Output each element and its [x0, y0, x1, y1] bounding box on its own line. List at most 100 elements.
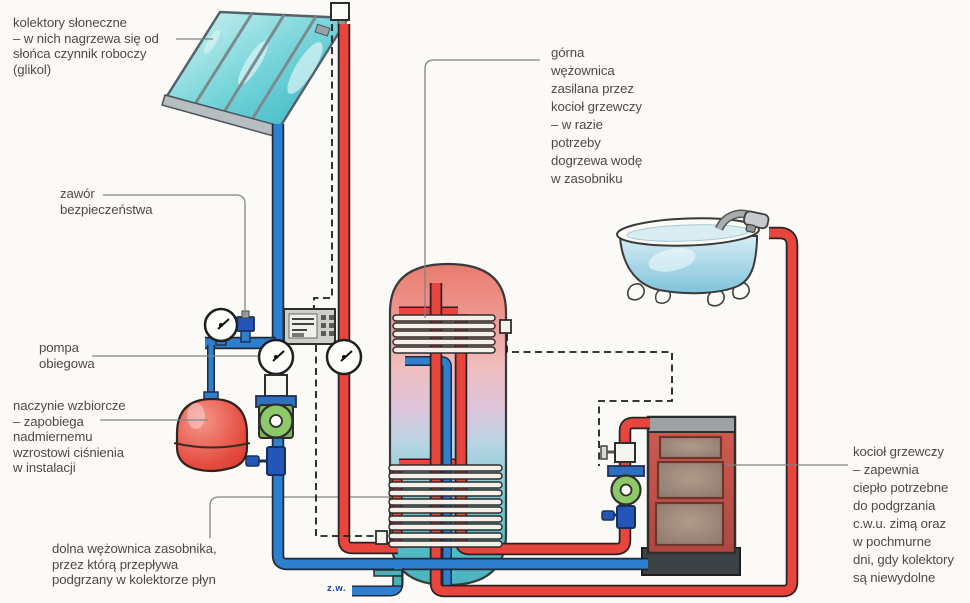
label-line: zasilana przez — [551, 81, 634, 96]
label-line: w instalacji — [13, 460, 76, 475]
label-line: w pochmurne — [853, 534, 932, 549]
controller-button — [321, 331, 326, 336]
tank-drain-fitting — [373, 569, 403, 577]
boiler-top-panel — [647, 416, 736, 433]
controller-button — [329, 331, 334, 336]
boiler-door-middle — [656, 460, 725, 500]
boiler — [641, 415, 741, 576]
lower-coil — [389, 465, 502, 547]
controller-button — [321, 323, 326, 328]
collector-return-pipe — [273, 124, 648, 569]
valve-handle — [600, 445, 608, 460]
label-line: wężownica — [551, 63, 615, 78]
label-line: bezpieczeństwa — [60, 201, 153, 217]
label-line: – w razie — [551, 117, 603, 132]
label-upper-coil: górna wężownica zasilana przez kocioł gr… — [551, 44, 642, 188]
label-line: słońca czynnik roboczy — [13, 46, 147, 61]
pointer-safety-valve — [103, 194, 246, 315]
bathtub — [616, 217, 760, 307]
glass-reflection — [203, 29, 221, 55]
control-cables — [313, 24, 673, 537]
valve-handle — [245, 455, 260, 467]
collector-dividers — [193, 12, 318, 121]
boiler-door-top — [658, 435, 723, 460]
collector-supply-pipe — [339, 24, 398, 553]
label-line: – zapewnia — [853, 462, 919, 477]
tank-drain-fitting — [392, 575, 403, 587]
tub-highlight — [648, 248, 696, 272]
cable-collector-to-controller — [313, 24, 333, 308]
pressure-gauge-hot — [325, 338, 363, 376]
label-line: – zapobiega — [13, 413, 84, 429]
pump-fitting — [614, 442, 636, 463]
tub-foot — [627, 283, 645, 301]
tank-sensor-right — [499, 319, 512, 334]
pump-hub — [269, 414, 283, 428]
label-line: wzrostowi ciśnienia — [13, 444, 124, 460]
cable-controller-to-tank — [315, 345, 375, 537]
label-line: w zasobniku — [551, 171, 623, 186]
label-line: ciepło potrzebne — [853, 480, 949, 495]
label-line: kocioł grzewczy — [853, 444, 944, 459]
boiler-door-bottom — [654, 501, 725, 547]
label-cold-water-inlet: z.w. — [327, 583, 347, 594]
tank-coils — [388, 314, 503, 548]
pointer-lines — [92, 38, 848, 466]
vessel-highlight — [187, 403, 205, 429]
label-boiler: kocioł grzewczy – zapewnia ciepło potrze… — [853, 443, 954, 587]
label-line: c.w.u. zimą oraz — [853, 516, 946, 531]
label-line: są niewydolne — [853, 570, 936, 585]
label-line: przez którą przepływa — [52, 556, 179, 572]
glass-reflection — [287, 42, 323, 94]
label-line: podgrzany w kolektorze płyn — [52, 572, 216, 587]
label-line: dolna wężownica zasobnika, — [52, 541, 217, 556]
tank-sensor-left — [375, 530, 388, 545]
controller-button — [329, 315, 334, 320]
solar-controller — [283, 308, 336, 345]
label-solar-collectors: kolektory słoneczne – w nich nagrzewa si… — [13, 15, 159, 77]
label-line: obiegowa — [39, 355, 95, 371]
pressure-gauge-pump — [257, 338, 295, 376]
collector-temp-sensor — [330, 2, 350, 21]
label-line: górna — [551, 45, 585, 60]
solar-collector — [161, 2, 350, 138]
upper-coil — [393, 315, 495, 353]
label-lower-coil: dolna wężownica zasobnika, przez którą p… — [52, 541, 217, 588]
pressure-gauge-left — [203, 307, 239, 346]
pointer-lower-coil — [209, 496, 394, 538]
label-line: potrzeby — [551, 135, 601, 150]
label-line: do podgrzania — [853, 498, 936, 513]
label-line: kolektory słoneczne — [13, 15, 127, 30]
pump-fitting — [264, 374, 288, 397]
controller-button — [329, 323, 334, 328]
label-line: naczynie wzbiorcze — [13, 398, 126, 413]
bathtub-faucet — [715, 209, 770, 233]
label-line: (glikol) — [13, 61, 52, 77]
cable-tank-to-boiler — [506, 334, 673, 466]
label-line: zawór — [60, 186, 95, 201]
expansion-vessel — [173, 391, 251, 473]
label-circulation-pump: pompa obiegowa — [39, 340, 95, 371]
label-line: – w nich nagrzewa się od — [13, 30, 159, 46]
components — [173, 209, 770, 587]
pump-hub — [619, 483, 633, 497]
pointer-upper-coil — [424, 59, 540, 318]
vessel-seam — [173, 442, 251, 449]
label-line: nadmiernemu — [13, 429, 93, 444]
vessel-body — [175, 397, 249, 473]
controller-display-lines — [292, 318, 314, 331]
label-line: kocioł grzewczy — [551, 99, 642, 114]
circulation-pump — [245, 374, 297, 476]
valve-handle — [601, 510, 615, 521]
dhw-pipe — [431, 228, 797, 596]
shutoff-valve — [616, 505, 636, 529]
pipe-bracket — [314, 23, 331, 37]
controller-display-bar — [292, 333, 304, 337]
label-line: dni, gdy kolektory — [853, 552, 954, 567]
controller-button — [321, 315, 326, 320]
label-line: pompa — [39, 340, 79, 355]
label-safety-valve: zawór bezpieczeństwa — [60, 186, 153, 217]
shutoff-valve — [266, 446, 286, 476]
